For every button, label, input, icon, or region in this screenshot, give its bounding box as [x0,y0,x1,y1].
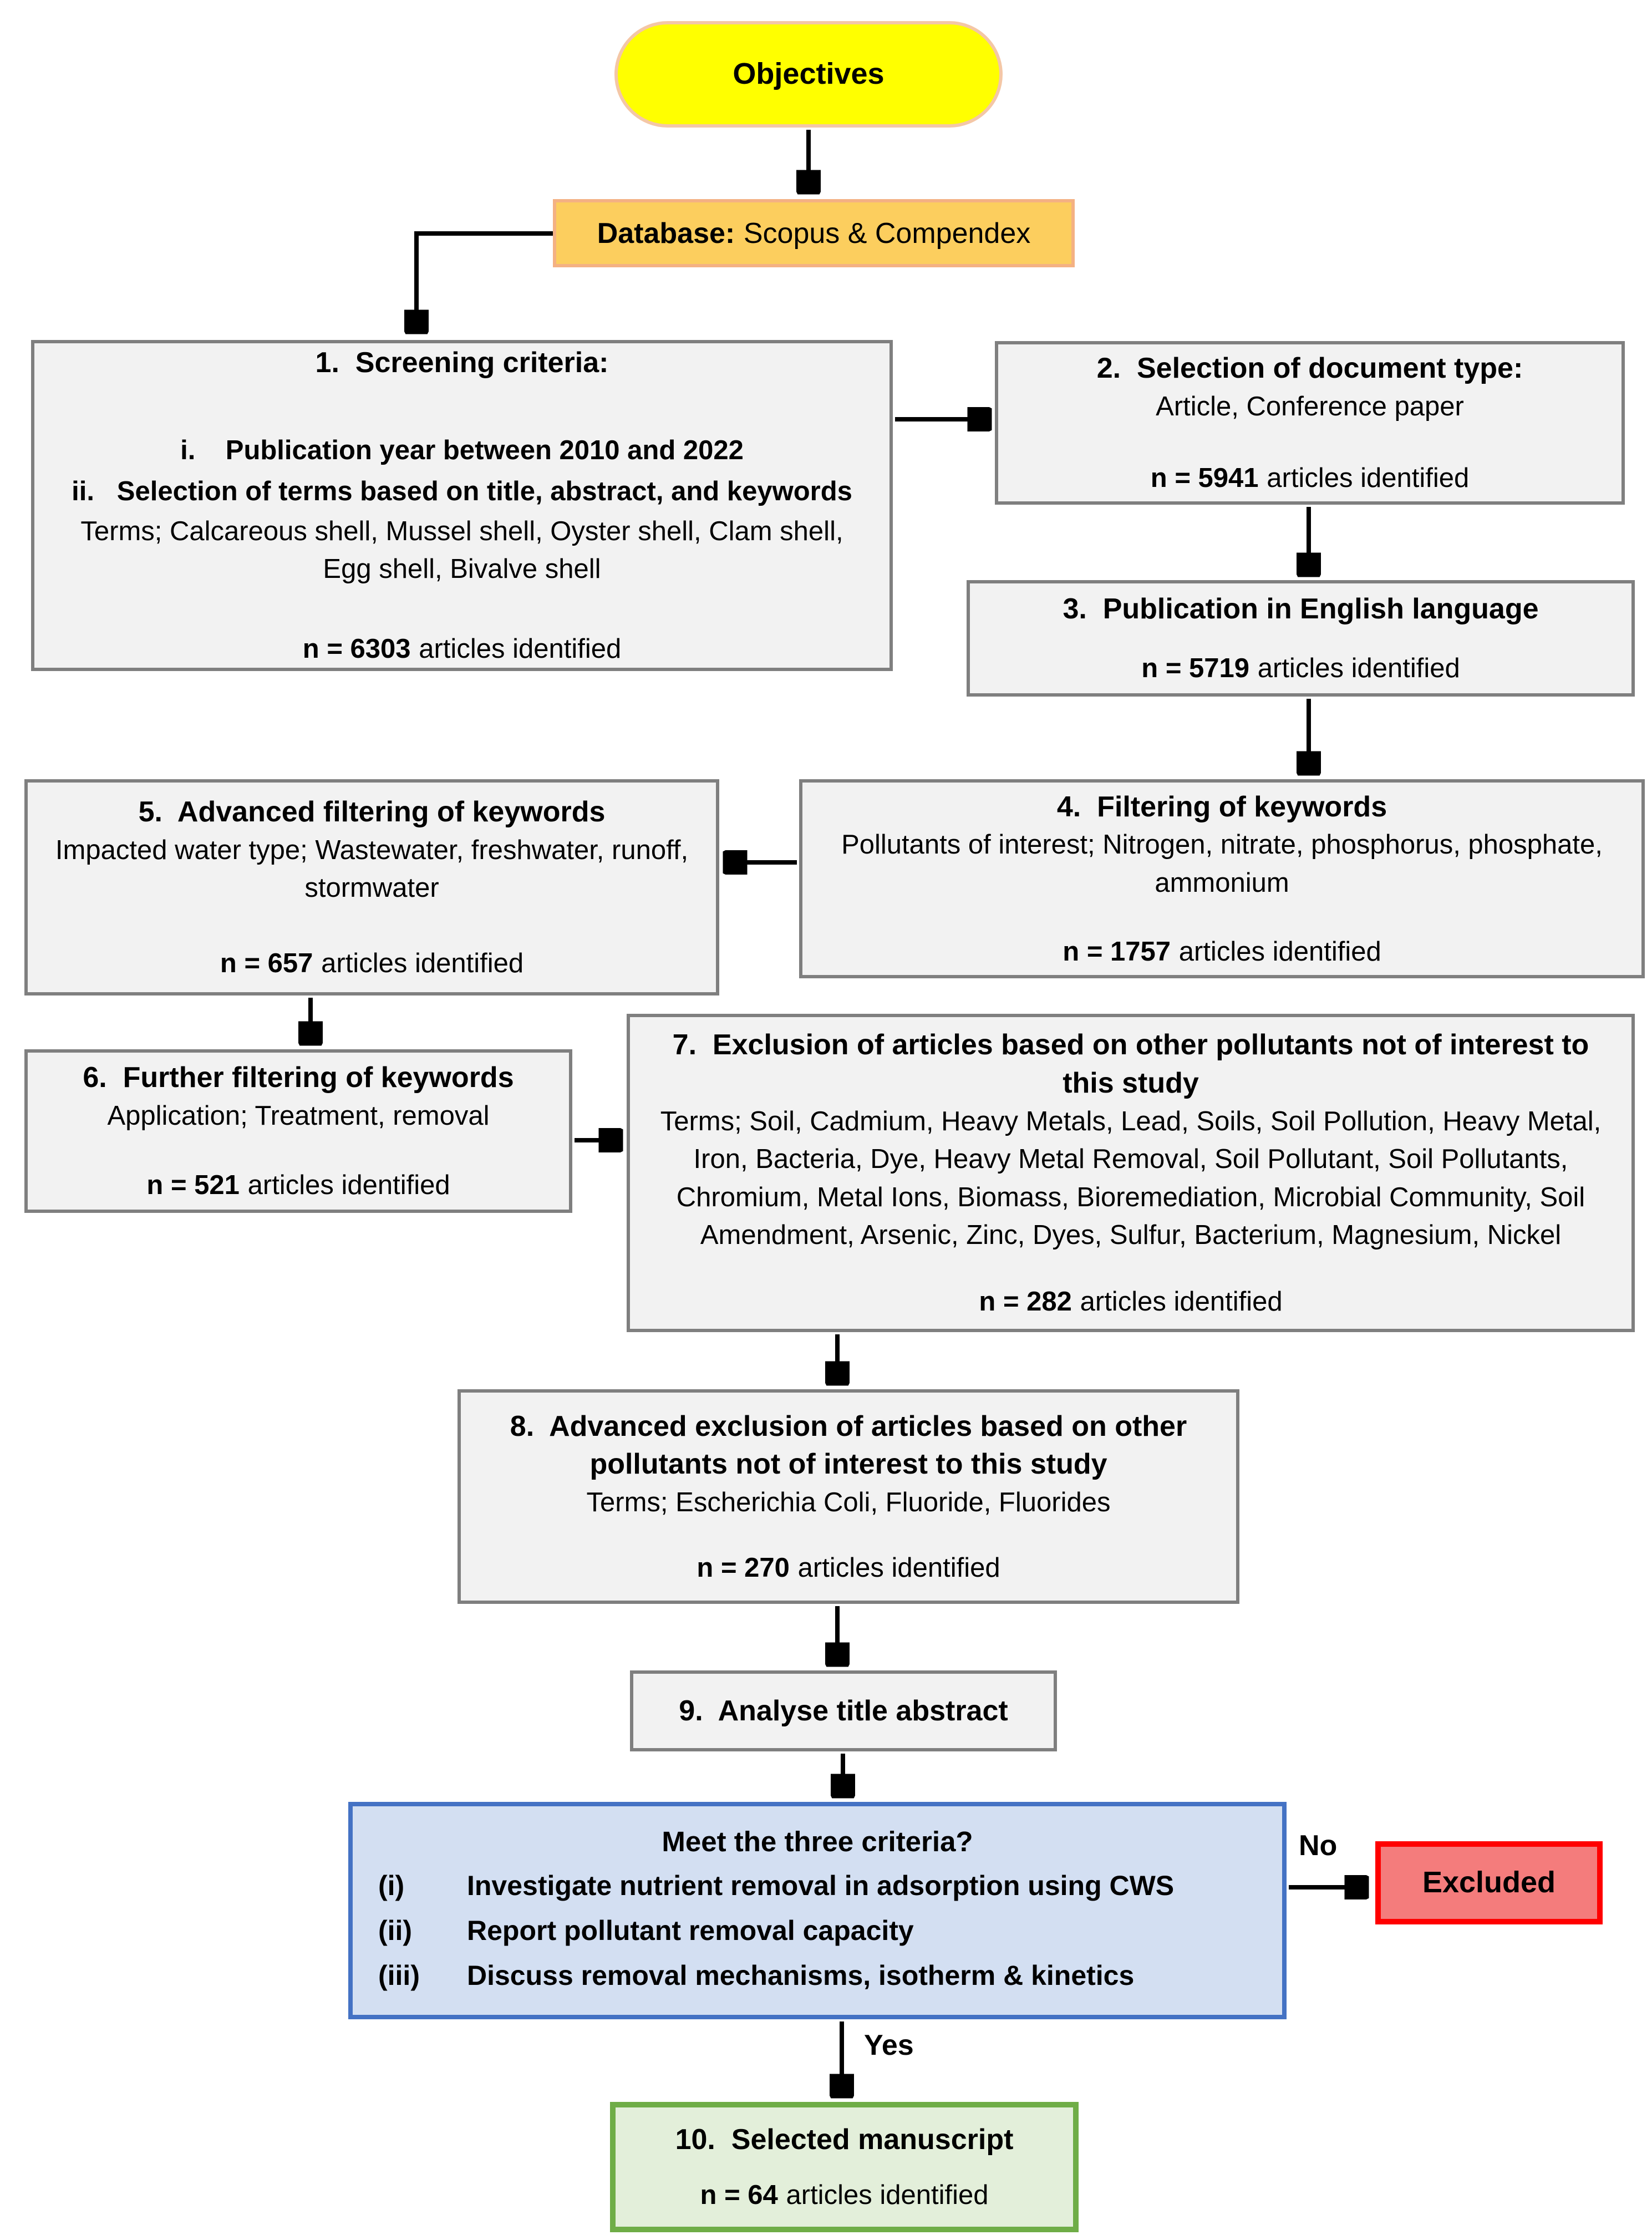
step7-count-n: n = 282 [979,1286,1072,1317]
step5-body: Impacted water type; Wastewater, freshwa… [55,835,696,903]
step2-count: n = 5941 articles identified [1151,461,1469,496]
objectives-label: Objectives [733,57,885,91]
step3-count-n: n = 5719 [1141,653,1250,684]
database-label-bold: Database: [597,217,735,250]
step8-terms: Terms; Escherichia Coli, Fluoride, Fluor… [586,1487,1111,1517]
step1-item-ii: ii. Selection of terms based on title, a… [72,476,852,507]
step4-count-suffix: articles identified [1178,936,1381,967]
step10-count-suffix: articles identified [786,2180,989,2210]
node-step7-exclusion-articles: 7. Exclusion of articles based on other … [627,1014,1635,1332]
step2-count-n: n = 5941 [1150,463,1259,494]
excluded-label: Excluded [1422,1866,1556,1899]
arrow-database-to-step1 [416,231,553,332]
step6-body: Application; Treatment, removal [107,1100,490,1131]
step10-count-n: n = 64 [700,2180,778,2210]
step6-count-n: n = 521 [146,1170,240,1201]
step8-count-n: n = 270 [697,1552,790,1583]
step1-terms: Terms; Calcareous shell, Mussel shell, O… [80,516,851,585]
step4-count-n: n = 1757 [1063,936,1171,967]
step4-title: 4. Filtering of keywords [1056,790,1387,823]
step7-count-suffix: articles identified [1080,1286,1283,1317]
criterion-1-text: Investigate nutrient removal in adsorpti… [467,1870,1175,1902]
step7-terms: Terms; Soil, Cadmium, Heavy Metals, Lead… [660,1106,1609,1251]
node-step10-selected-manuscript: 10. Selected manuscript n = 64 articles i… [610,2102,1079,2232]
step3-count-suffix: articles identified [1257,653,1460,684]
criterion-2-marker: (ii) [378,1915,413,1947]
step2-title: 2. Selection of document type: [1096,352,1523,385]
criterion-3-text: Discuss removal mechanisms, isotherm & k… [467,1960,1135,1992]
step5-count-suffix: articles identified [321,948,524,979]
edge-label-no: No [1299,1830,1338,1862]
step1-count-suffix: articles identified [419,634,622,664]
step7-count: n = 282 articles identified [979,1284,1282,1320]
step8-count-suffix: articles identified [797,1552,1000,1583]
step6-title: 6. Further filtering of keywords [83,1061,514,1094]
step10-count: n = 64 articles identified [700,2178,989,2213]
step5-count: n = 657 articles identified [220,946,523,982]
node-decision-three-criteria: Meet the three criteria? (i) Investigate… [348,1802,1287,2019]
step5-count-n: n = 657 [220,948,313,979]
edge-label-yes: Yes [864,2029,914,2061]
criterion-3-marker: (iii) [378,1960,420,1992]
node-step3-english-language: 3. Publication in English language n = 5… [967,580,1635,697]
step3-title: 3. Publication in English language [1063,592,1539,625]
node-step2-document-type: 2. Selection of document type: Article, … [995,341,1625,505]
node-step1-screening-criteria: 1. Screening criteria: i. Publication ye… [31,340,893,671]
database-label: Database:Scopus & Compendex [597,217,1031,250]
node-step8-advanced-exclusion: 8. Advanced exclusion of articles based … [458,1389,1239,1604]
node-step5-advanced-filtering: 5. Advanced filtering of keywords Impact… [24,779,719,995]
node-step6-further-filtering: 6. Further filtering of keywords Applica… [24,1049,572,1213]
step2-count-suffix: articles identified [1267,463,1470,494]
node-objectives: Objectives [614,21,1003,128]
node-step4-filtering-keywords: 4. Filtering of keywords Pollutants of i… [799,779,1645,978]
step6-count-suffix: articles identified [247,1170,450,1201]
step4-body: Pollutants of interest; Nitrogen, nitrat… [841,830,1610,898]
decision-criteria-list: (i) Investigate nutrient removal in adso… [378,1863,1257,1998]
decision-title: Meet the three criteria? [662,1825,973,1857]
step2-body: Article, Conference paper [1156,391,1464,421]
step9-title: 9. Analyse title abstract [679,1694,1008,1727]
step10-title: 10. Selected manuscript [675,2124,1014,2156]
criterion-2-text: Report pollutant removal capacity [467,1915,914,1947]
step7-title: 7. Exclusion of articles based on other … [672,1029,1597,1099]
database-label-rest: Scopus & Compendex [743,217,1031,250]
step1-item-i: i. Publication year between 2010 and 202… [180,435,744,465]
criterion-1-marker: (i) [378,1870,405,1902]
step5-title: 5. Advanced filtering of keywords [138,796,606,829]
step1-count-n: n = 6303 [302,634,411,664]
node-excluded: Excluded [1375,1841,1603,1924]
step1-count: n = 6303 articles identified [303,632,621,667]
step1-title: 1. Screening criteria: [315,347,609,379]
node-step9-analyse-title-abstract: 9. Analyse title abstract [630,1670,1057,1751]
node-database: Database:Scopus & Compendex [553,199,1075,267]
step8-title: 8. Advanced exclusion of articles based … [510,1410,1195,1481]
